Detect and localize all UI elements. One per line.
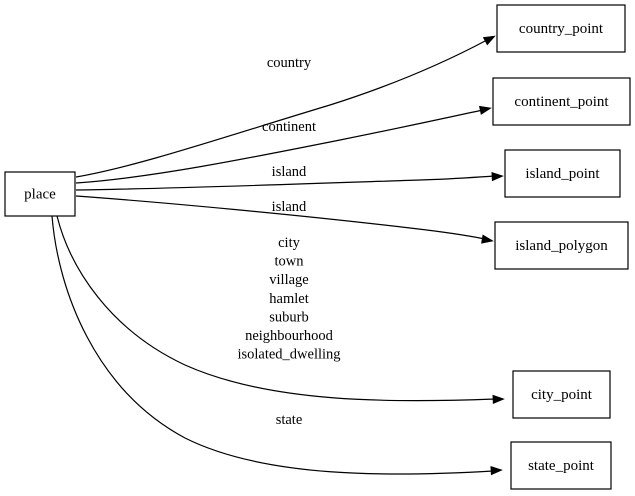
node-country_point-label: country_point — [519, 21, 604, 37]
edge-place-continent_point-label: continent — [262, 119, 316, 135]
edge-place-city_point-label-line: city — [278, 235, 300, 251]
node-continent_point-label: continent_point — [514, 94, 609, 110]
edge-place-state_point[interactable] — [51, 215, 503, 476]
edge-place-city_point-label-line: town — [275, 254, 305, 270]
edge-place-island_polygon[interactable] — [75, 195, 494, 245]
edge-place-island_polygon-label: island — [272, 199, 307, 215]
node-place-label: place — [24, 186, 56, 202]
edge-place-island_point-line — [75, 175, 496, 191]
edge-place-state_point-label-line: state — [276, 412, 303, 428]
edge-place-city_point-label-line: hamlet — [269, 291, 308, 307]
edge-place-state_point-arrowhead-icon — [490, 465, 503, 476]
edge-place-island_polygon-label-line: island — [272, 199, 307, 215]
node-island_point-rect — [504, 149, 621, 198]
node-place-rect — [4, 171, 76, 217]
edge-place-city_point-label: city town village hamlet suburb neighbourhood… — [237, 235, 340, 363]
edge-place-island_point[interactable] — [75, 171, 504, 191]
nodes-layer: place country_point continent_point island_… — [4, 4, 631, 490]
edge-place-country_point[interactable] — [75, 32, 497, 178]
edge-place-state_point-label: state — [276, 412, 303, 428]
node-island_point[interactable]: island_point — [504, 149, 621, 198]
edge-place-state_point-line — [51, 215, 494, 475]
edge-place-continent_point-arrowhead-icon — [478, 105, 492, 115]
edge-place-island_point-label: island — [272, 164, 307, 180]
edge-place-city_point-label-line: village — [269, 272, 308, 288]
node-state_point-label: state_point — [528, 458, 595, 474]
edge-place-city_point-label-line: isolated_dwelling — [237, 347, 340, 363]
edges-layer — [51, 32, 505, 476]
node-continent_point-rect — [492, 77, 631, 126]
edge-place-island_point-arrowhead-icon — [491, 171, 504, 182]
edge-place-city_point-line — [56, 215, 496, 402]
edge-place-island_point-label-line: island — [272, 164, 307, 180]
node-city_point-rect — [512, 370, 611, 419]
node-state_point[interactable]: state_point — [510, 441, 612, 490]
node-island_point-label: island_point — [525, 166, 600, 182]
node-island_polygon[interactable]: island_polygon — [494, 221, 629, 270]
edge-place-island_polygon-arrowhead-icon — [481, 234, 494, 244]
node-continent_point[interactable]: continent_point — [492, 77, 631, 126]
edge-place-country_point-label: country — [267, 55, 312, 71]
edge-place-country_point-label-line: country — [267, 55, 312, 71]
node-city_point-label: city_point — [531, 387, 593, 403]
node-place[interactable]: place — [4, 171, 76, 217]
edge-place-city_point[interactable] — [56, 215, 505, 405]
edge-place-city_point-label-line: neighbourhood — [245, 328, 334, 344]
edge-place-continent_point[interactable] — [75, 104, 492, 184]
node-country_point[interactable]: country_point — [496, 4, 626, 53]
edge-place-country_point-line — [75, 39, 488, 178]
edge-place-island_polygon-line — [75, 195, 486, 240]
edge-place-continent_point-label-line: continent — [262, 119, 316, 135]
edge-labels-layer: country continent island island city town vill… — [237, 55, 340, 428]
edge-place-city_point-label-line: suburb — [269, 309, 308, 325]
edge-place-country_point-arrowhead-icon — [482, 35, 496, 46]
node-island_polygon-rect — [494, 221, 629, 270]
node-city_point[interactable]: city_point — [512, 370, 611, 419]
node-state_point-rect — [510, 441, 612, 490]
node-island_polygon-label: island_polygon — [515, 238, 608, 254]
node-country_point-rect — [496, 4, 626, 53]
edge-place-city_point-arrowhead-icon — [492, 394, 505, 405]
edge-place-continent_point-line — [75, 109, 484, 184]
